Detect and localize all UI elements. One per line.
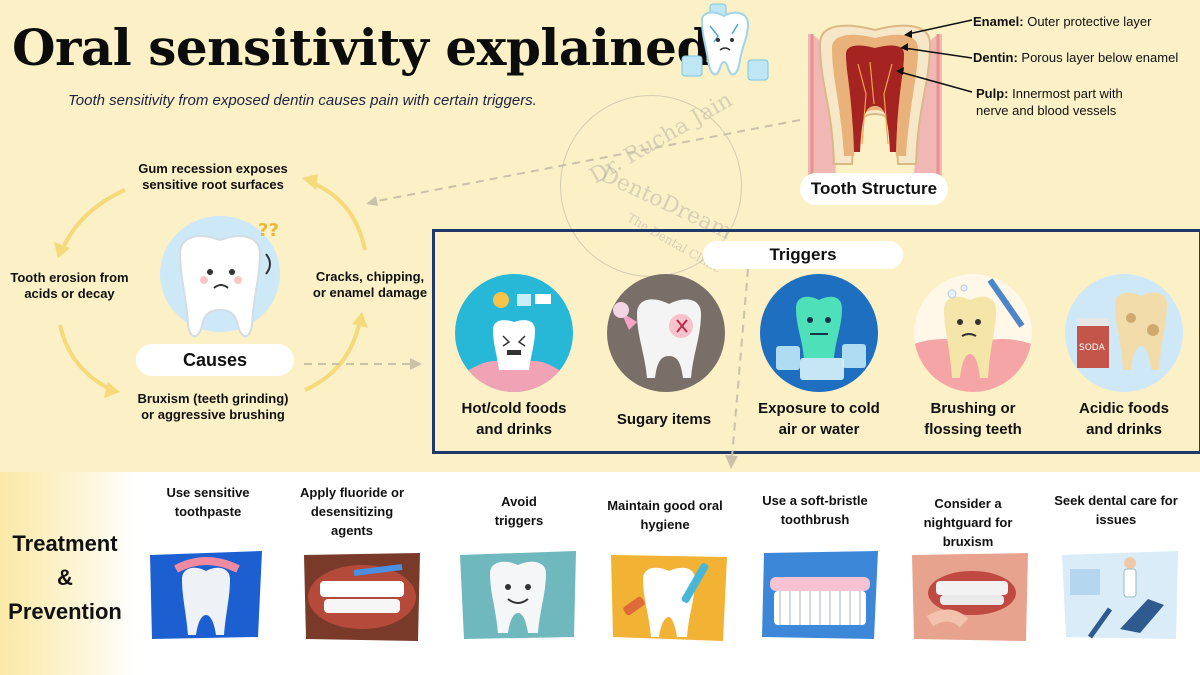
treatment-soft-brush-line2: toothbrush xyxy=(780,512,850,527)
cause-erosion-line1: Tooth erosion from xyxy=(10,270,129,285)
pulp-desc: Innermost part with xyxy=(1012,86,1123,101)
soda-label: SODA xyxy=(1079,343,1106,353)
trigger-cold-air-line2: air or water xyxy=(778,421,860,438)
dentin-desc: Porous layer below enamel xyxy=(1021,50,1179,65)
treatment-dental-care-line1: Seek dental care for xyxy=(1054,493,1178,508)
treatment-hygiene-line1: Maintain good oral xyxy=(607,498,723,513)
treatment-dental-care-line2: issues xyxy=(1095,512,1137,527)
pulp-term: Pulp: xyxy=(976,86,1009,101)
cause-bruxism: Bruxism (teeth grinding) or aggressive b… xyxy=(128,391,298,423)
causes-to-triggers-arrow xyxy=(304,358,422,370)
treatment-heading-line2: & xyxy=(57,565,73,590)
trigger-cold-air: Exposure to cold air or water xyxy=(744,398,894,440)
structure-pointer-lines xyxy=(896,19,973,93)
enamel-term: Enamel: xyxy=(973,14,1024,29)
trigger-hot-cold-line1: Hot/cold foods xyxy=(461,400,567,417)
trigger-brushing-line1: Brushing or xyxy=(930,400,1016,417)
trigger-cold-air-image xyxy=(760,274,878,392)
trigger-hot-cold: Hot/cold foods and drinks xyxy=(439,398,589,440)
cause-cracks: Cracks, chipping, or enamel damage xyxy=(300,269,440,301)
trigger-acidic-image: SODA xyxy=(1065,274,1183,392)
dashed-connector xyxy=(366,119,801,206)
treatment-fluoride-line1: Apply fluoride or xyxy=(300,485,404,500)
cause-erosion-line2: acids or decay xyxy=(24,286,115,301)
treatment-soft-brush-line1: Use a soft-bristle xyxy=(762,493,868,508)
trigger-brushing-line2: flossing teeth xyxy=(924,421,1022,438)
treatment-heading: Treatment & Prevention xyxy=(0,527,130,629)
tooth-structure-label: Tooth Structure xyxy=(800,173,948,205)
triggers-label: Triggers xyxy=(703,241,903,269)
trigger-cold-air-line1: Exposure to cold xyxy=(758,400,880,417)
dentin-term: Dentin: xyxy=(973,50,1018,65)
treatment-nightguard: Consider a nightguard for bruxism xyxy=(898,494,1038,551)
treatment-avoid-line2: triggers xyxy=(494,513,544,528)
page-subtitle: Tooth sensitivity from exposed dentin ca… xyxy=(68,92,537,109)
sugary-tooth-icon xyxy=(613,299,701,378)
tooth-structure-diagram xyxy=(808,24,942,182)
treatment-hygiene: Maintain good oral hygiene xyxy=(595,496,735,534)
treatment-fluoride: Apply fluoride or desensitizing agents xyxy=(282,483,422,540)
page-title: Oral sensitivity explained xyxy=(12,18,711,77)
treatment-avoid-triggers: Avoid triggers xyxy=(449,492,589,530)
hot-cold-tooth-icon xyxy=(469,292,559,392)
cause-gum-line1: Gum recession exposes xyxy=(138,161,288,176)
pulp-label: Pulp: Innermost part with nerve and bloo… xyxy=(976,85,1123,119)
svg-text:??: ?? xyxy=(258,220,279,241)
treatment-heading-panel xyxy=(0,472,135,675)
treatment-heading-line3: Prevention xyxy=(8,599,122,624)
treatment-toothpaste-line2: toothpaste xyxy=(174,504,242,519)
trigger-acidic-line2: and drinks xyxy=(1086,421,1162,438)
cause-cracks-line1: Cracks, chipping, xyxy=(315,269,425,284)
trigger-sugary: Sugary items xyxy=(589,409,739,430)
toothbrush-icon xyxy=(762,551,878,639)
enamel-desc: Outer protective layer xyxy=(1027,14,1152,29)
happy-tooth-icon xyxy=(460,551,576,639)
cause-bruxism-line1: Bruxism (teeth grinding) xyxy=(137,391,289,406)
trigger-acidic: Acidic foods and drinks xyxy=(1049,398,1199,440)
cause-gum-recession: Gum recession exposes sensitive root sur… xyxy=(128,161,298,193)
treatment-hygiene-line2: hygiene xyxy=(640,517,690,532)
causes-label: Causes xyxy=(136,344,294,376)
treatment-avoid-line1: Avoid xyxy=(501,494,537,509)
fluoride-smile-icon xyxy=(304,553,420,641)
cause-gum-line2: sensitive root surfaces xyxy=(142,177,284,192)
causes-cycle-arrows xyxy=(54,174,368,398)
trigger-brushing: Brushing or flossing teeth xyxy=(898,398,1048,440)
soda-tooth-icon: SODA xyxy=(1077,292,1167,370)
treatment-dental-care: Seek dental care for issues xyxy=(1046,491,1186,529)
treatment-heading-line1: Treatment xyxy=(12,531,118,556)
sensitive-tooth-icon xyxy=(681,3,769,81)
dentin-label: Dentin: Porous layer below enamel xyxy=(973,49,1178,66)
treatment-soft-brush: Use a soft-bristle toothbrush xyxy=(745,491,885,529)
enamel-label: Enamel: Outer protective layer xyxy=(973,13,1151,30)
pulp-desc-line2: nerve and blood vessels xyxy=(976,103,1117,118)
trigger-brushing-image xyxy=(914,274,1032,392)
cause-erosion: Tooth erosion from acids or decay xyxy=(2,270,137,302)
nightguard-icon xyxy=(912,553,1028,641)
sad-tooth-icon: ?? xyxy=(160,216,280,338)
treatment-fluoride-line3: agents xyxy=(331,523,373,538)
dentist-chair-icon xyxy=(1062,551,1178,639)
treatment-nightguard-line1: Consider a xyxy=(934,496,1002,511)
ice-tooth-icon xyxy=(776,296,866,380)
toothpaste-tooth-icon xyxy=(150,551,262,639)
triggers-to-treatment-arrow xyxy=(725,268,749,469)
treatment-toothpaste: Use sensitive toothpaste xyxy=(138,483,278,521)
trigger-sugary-image xyxy=(607,274,725,392)
trigger-sugary-line1: Sugary items xyxy=(616,411,712,428)
cause-cracks-line2: or enamel damage xyxy=(312,285,428,300)
trigger-hot-cold-image xyxy=(455,274,573,392)
treatment-nightguard-line3: bruxism xyxy=(942,534,994,549)
trigger-acidic-line1: Acidic foods xyxy=(1078,400,1169,417)
treatment-nightguard-line2: nightguard for xyxy=(923,515,1013,530)
cause-bruxism-line2: or aggressive brushing xyxy=(141,407,285,422)
trigger-hot-cold-line2: and drinks xyxy=(476,421,552,438)
treatment-toothpaste-line1: Use sensitive xyxy=(166,485,250,500)
brushing-tooth-icon xyxy=(914,278,1032,392)
hygiene-tooth-icon xyxy=(611,555,727,641)
treatment-fluoride-line2: desensitizing xyxy=(310,504,394,519)
